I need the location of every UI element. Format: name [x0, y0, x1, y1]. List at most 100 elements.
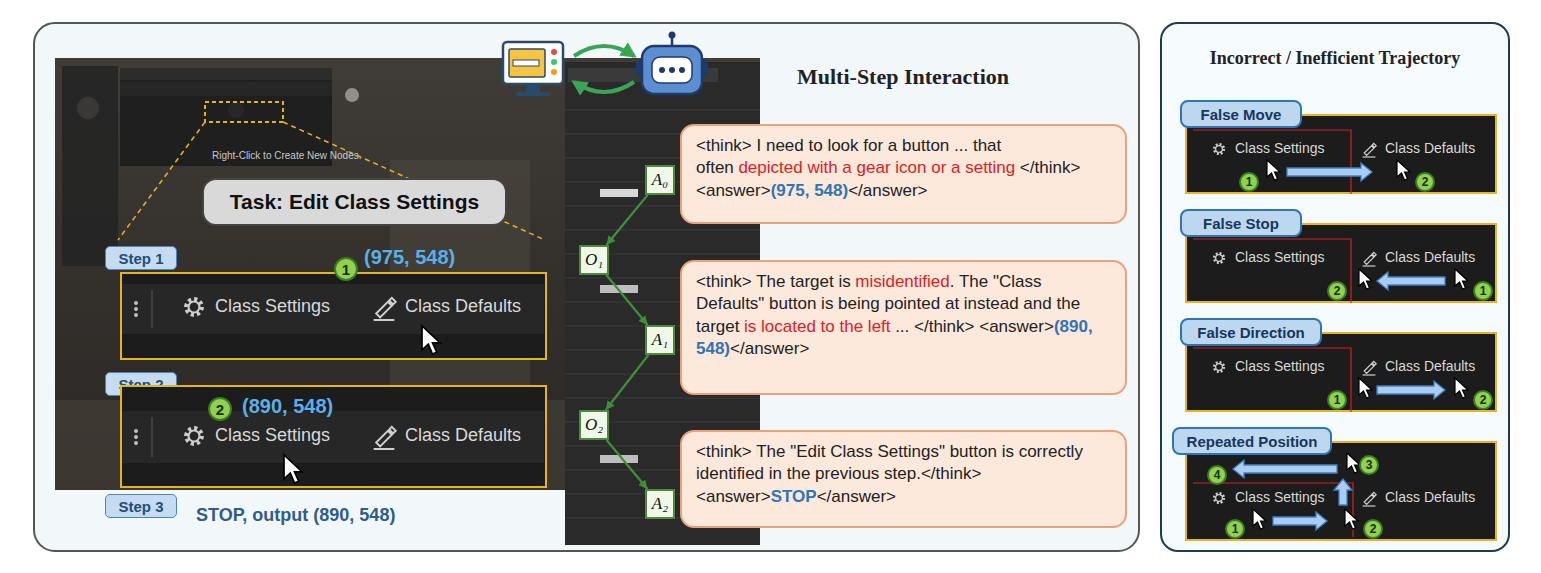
- mouse-cursor: [1455, 378, 1468, 398]
- reasoning-box: <think> I need to look for a button ... …: [680, 124, 1127, 224]
- move-arrow: [1334, 479, 1352, 505]
- pen-body: [1364, 492, 1376, 504]
- exchange-arrow: [574, 82, 634, 92]
- robot-icon: [636, 32, 708, 95]
- error-tag: False Stop: [1180, 209, 1302, 237]
- task-box: Task: Edit Class Settings: [202, 178, 507, 226]
- move-arrow: [1233, 460, 1337, 478]
- screenshot-crop-art: [1187, 116, 1499, 196]
- gear-ring: [1216, 495, 1223, 502]
- step-number-text: 1: [1232, 522, 1239, 536]
- trajectory-screenshot-text: Class Defaults: [1385, 489, 1475, 505]
- state-box: O₂: [579, 410, 609, 440]
- task-box-text: Task: Edit Class Settings: [230, 190, 479, 214]
- zoom-leader: [118, 122, 545, 240]
- trajectory-screenshot-text: Class Defaults: [1385, 358, 1475, 374]
- step-number: 1: [1225, 519, 1245, 539]
- reasoning-box: <think> The "Edit Class Settings" button…: [680, 430, 1127, 528]
- trajectory-screenshot-text: Class Settings: [1235, 489, 1324, 505]
- step-crop: Class SettingsClass Defaults(975, 548)1: [120, 272, 547, 360]
- mouse-cursor: [1359, 378, 1372, 398]
- flow-arrow: [606, 275, 647, 325]
- error-tag-text: False Stop: [1203, 215, 1279, 232]
- side-panel: Incorrect / Inefficient TrajectoryFalse …: [1160, 22, 1510, 552]
- state-box: A₂: [645, 489, 675, 519]
- robot-face: [652, 57, 692, 83]
- input-field: [513, 60, 539, 66]
- step-number: 2: [1473, 390, 1493, 410]
- dot: [551, 69, 557, 75]
- gear-teeth: [186, 299, 202, 315]
- gear-ring: [1216, 255, 1223, 262]
- stop-output: STOP, output (890, 548): [196, 505, 395, 526]
- pen-icon: [1363, 492, 1377, 506]
- screenshot-lamp: [345, 88, 359, 102]
- move-arrow: [1287, 163, 1372, 181]
- menu-dot: [134, 313, 138, 317]
- main-panel-text: Multi-Step Interaction: [797, 64, 1009, 90]
- gear-icon: [1214, 493, 1224, 503]
- step-number: 2: [1363, 519, 1383, 539]
- step-number-text: 1: [342, 261, 350, 278]
- menu-dot: [134, 307, 138, 311]
- pen-icon: [1363, 252, 1377, 266]
- step-number: 1: [1327, 390, 1347, 410]
- step-crop-text: Class Settings: [215, 425, 330, 446]
- mouse-cursor: [1345, 509, 1358, 529]
- trajectory-screenshot-text: Class Settings: [1235, 249, 1324, 265]
- details-field: [600, 189, 638, 197]
- robot-head: [642, 46, 702, 94]
- highlight-outline: [1193, 130, 1351, 194]
- step-crop: Class SettingsClass Defaults(890, 548)2: [120, 385, 547, 488]
- step-number-text: 4: [1214, 468, 1221, 482]
- menu-dot: [134, 441, 138, 445]
- robot-eye: [669, 67, 675, 73]
- step-number: 2: [1327, 281, 1347, 301]
- trajectory-screenshot-text: Class Settings: [1235, 140, 1324, 156]
- menu-dot: [134, 429, 138, 433]
- step-tag-text: Step 3: [118, 498, 163, 515]
- mouse-cursor: [1347, 453, 1360, 473]
- gear-icon: [1214, 253, 1224, 263]
- pen-body: [1364, 361, 1376, 373]
- mouse-cursor: [284, 455, 302, 483]
- error-tag: False Move: [1180, 100, 1302, 128]
- zoom-region: [205, 102, 283, 122]
- step-tag: Step 3: [105, 494, 177, 518]
- step-crop-text: (975, 548): [364, 246, 455, 269]
- menu-dot: [134, 435, 138, 439]
- computer-icon: [503, 42, 563, 96]
- robot-eye: [679, 67, 685, 73]
- antenna-tip: [669, 32, 676, 39]
- gear-ring: [189, 431, 200, 442]
- error-tag: Repeated Position: [1172, 427, 1332, 455]
- base: [516, 92, 550, 96]
- monitor: [503, 42, 563, 84]
- gear-teeth: [1214, 493, 1224, 503]
- error-tag: False Direction: [1180, 318, 1322, 346]
- gear-teeth: [1214, 253, 1224, 263]
- step-number: 1: [334, 257, 358, 281]
- flow-arrow: [606, 195, 647, 245]
- step-number-text: 1: [1480, 284, 1487, 298]
- reasoning-box-text: <think> The target is: [696, 272, 851, 291]
- error-tag-text: False Move: [1201, 106, 1282, 123]
- mouse-cursor: [422, 326, 440, 354]
- gear-teeth: [1214, 362, 1224, 372]
- step-crop-text: (890, 548): [242, 395, 333, 418]
- main-panel: Multi-Step InteractionTask: Edit Class S…: [33, 22, 1140, 552]
- toolbar-strip: [122, 284, 544, 334]
- window: [509, 49, 545, 77]
- trajectory-screenshot-text: Class Defaults: [1385, 140, 1475, 156]
- editor-toolbar: [120, 82, 332, 96]
- mouse-cursor: [1455, 269, 1468, 289]
- state-box-text: A₁: [652, 330, 668, 350]
- step-tag-text: Step 1: [118, 250, 163, 267]
- highlight-outline: [1193, 239, 1351, 303]
- reasoning-box-text: ... </think> <answer>: [895, 317, 1054, 336]
- step-number-text: 1: [1334, 393, 1341, 407]
- flow-arrow: [607, 440, 648, 489]
- robot-eye: [659, 67, 665, 73]
- pen-icon: [1363, 361, 1377, 375]
